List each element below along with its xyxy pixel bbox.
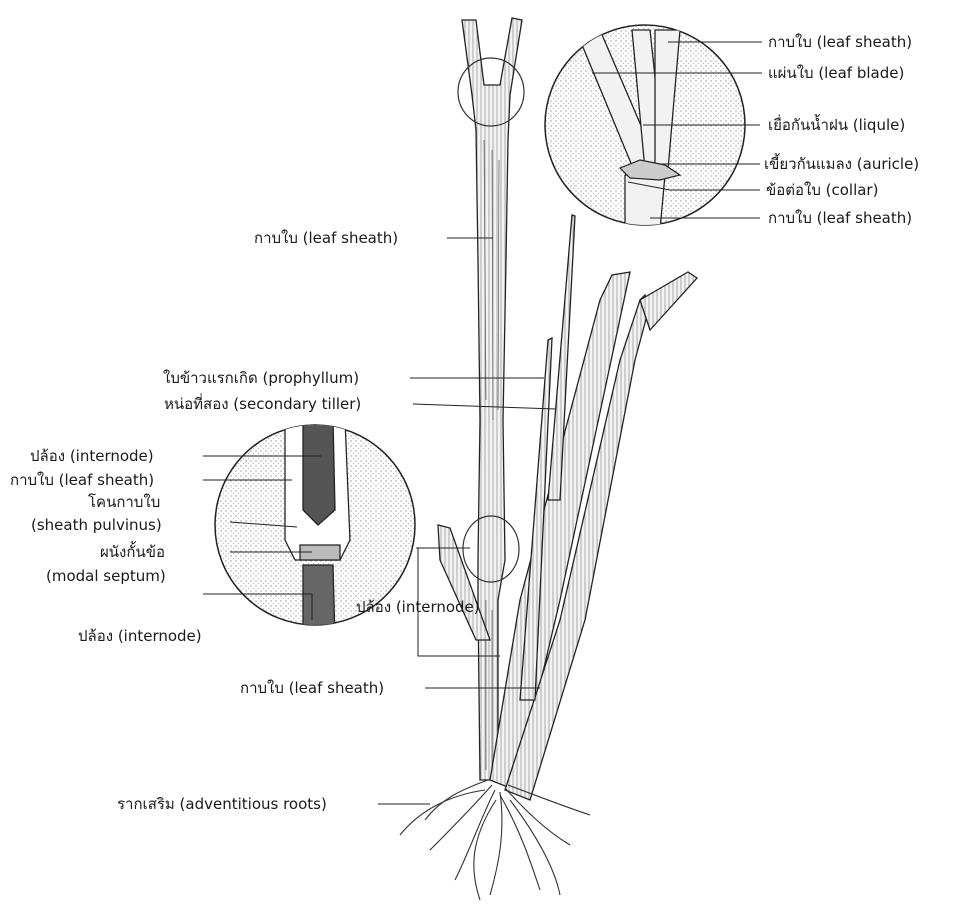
label-inset-pulvinus-en: (sheath pulvinus) [31, 516, 162, 534]
label-top-ligule: เยื่อกันน้ำฝน (liqule) [768, 114, 905, 134]
label-inset-leaf-sheath: กาบใบ (leaf sheath) [10, 471, 154, 489]
label-stem-leaf-sheath: กาบใบ (leaf sheath) [254, 229, 398, 247]
label-middle-internode: ปล้อง (internode) [356, 598, 480, 616]
label-top-auricle: เขี้ยวกันแมลง (auricle) [764, 153, 919, 173]
label-top-leaf-blade: แผ่นใบ (leaf blade) [768, 64, 904, 82]
label-inset-septum-en: (modal septum) [46, 567, 166, 585]
label-secondary-tiller: หน่อที่สอง (secondary tiller) [164, 393, 361, 413]
label-inset-internode-top: ปล้อง (internode) [30, 447, 154, 465]
label-prophyllum: ใบข้าวแรกเกิด (prophyllum) [163, 369, 359, 387]
ligule-detail-inset [545, 25, 745, 230]
adventitious-roots-drawing [400, 780, 590, 900]
label-inset-septum-thai: ผนังกั้นข้อ [100, 541, 165, 561]
label-top-collar: ข้อต่อใบ (collar) [766, 181, 878, 199]
label-lower-leaf-sheath: กาบใบ (leaf sheath) [240, 679, 384, 697]
label-adventitious-roots: รากเสริม (adventitious roots) [117, 795, 327, 813]
tiller-leaves [438, 215, 697, 800]
label-inset-internode-bottom: ปล้อง (internode) [78, 627, 202, 645]
label-top-leaf-sheath-lower: กาบใบ (leaf sheath) [768, 209, 912, 227]
label-top-leaf-sheath: กาบใบ (leaf sheath) [768, 33, 912, 51]
label-inset-pulvinus-thai: โคนกาบใบ [88, 493, 160, 511]
